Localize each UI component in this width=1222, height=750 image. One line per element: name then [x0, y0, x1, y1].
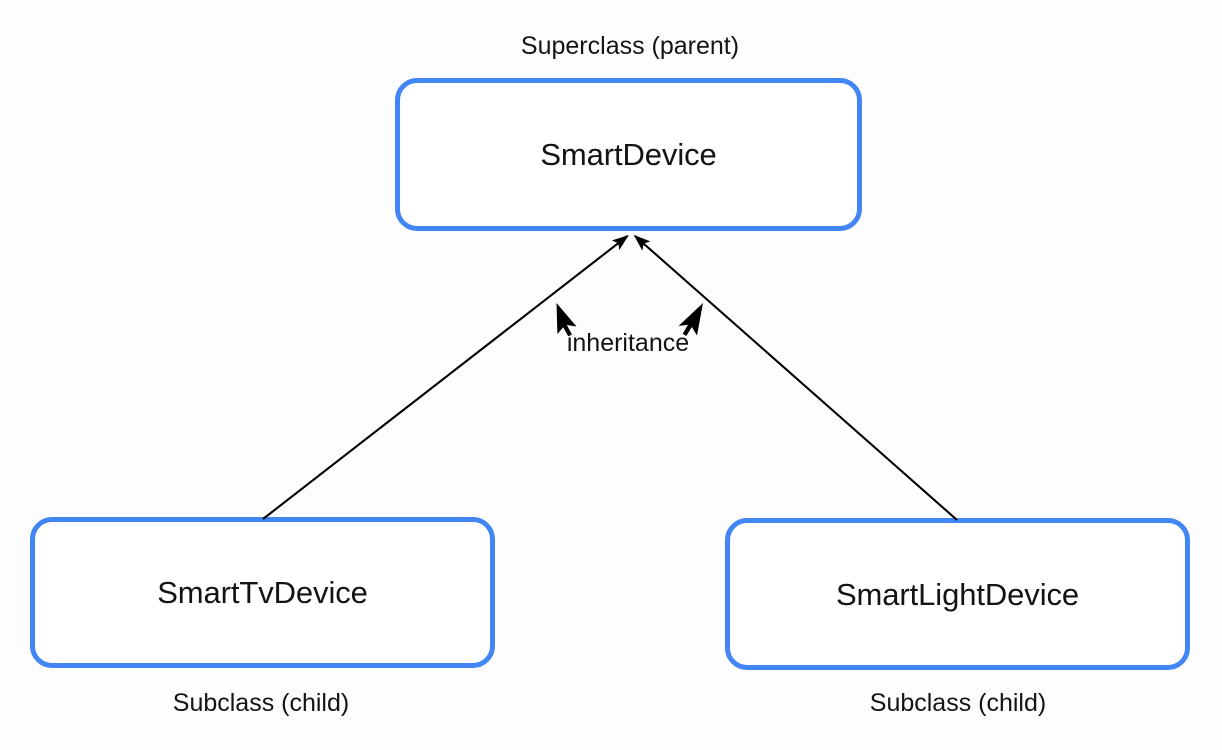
class-box-smarttvdevice[interactable]: SmartTvDevice — [30, 517, 495, 668]
inheritance-arrow-right — [633, 234, 958, 521]
inheritance-arrow-left — [262, 234, 629, 520]
superclass-caption: Superclass (parent) — [520, 32, 740, 60]
class-box-smartlightdevice[interactable]: SmartLightDevice — [725, 518, 1190, 670]
class-box-smartdevice[interactable]: SmartDevice — [395, 78, 862, 231]
subclass-left-caption: Subclass (child) — [172, 689, 350, 717]
edge-label-inheritance: inheritance — [566, 329, 690, 357]
class-name-smartdevice: SmartDevice — [540, 137, 717, 172]
class-name-smartlightdevice: SmartLightDevice — [835, 576, 1080, 612]
class-name-smarttvdevice: SmartTvDevice — [157, 575, 368, 610]
subclass-right-caption: Subclass (child) — [869, 689, 1047, 717]
